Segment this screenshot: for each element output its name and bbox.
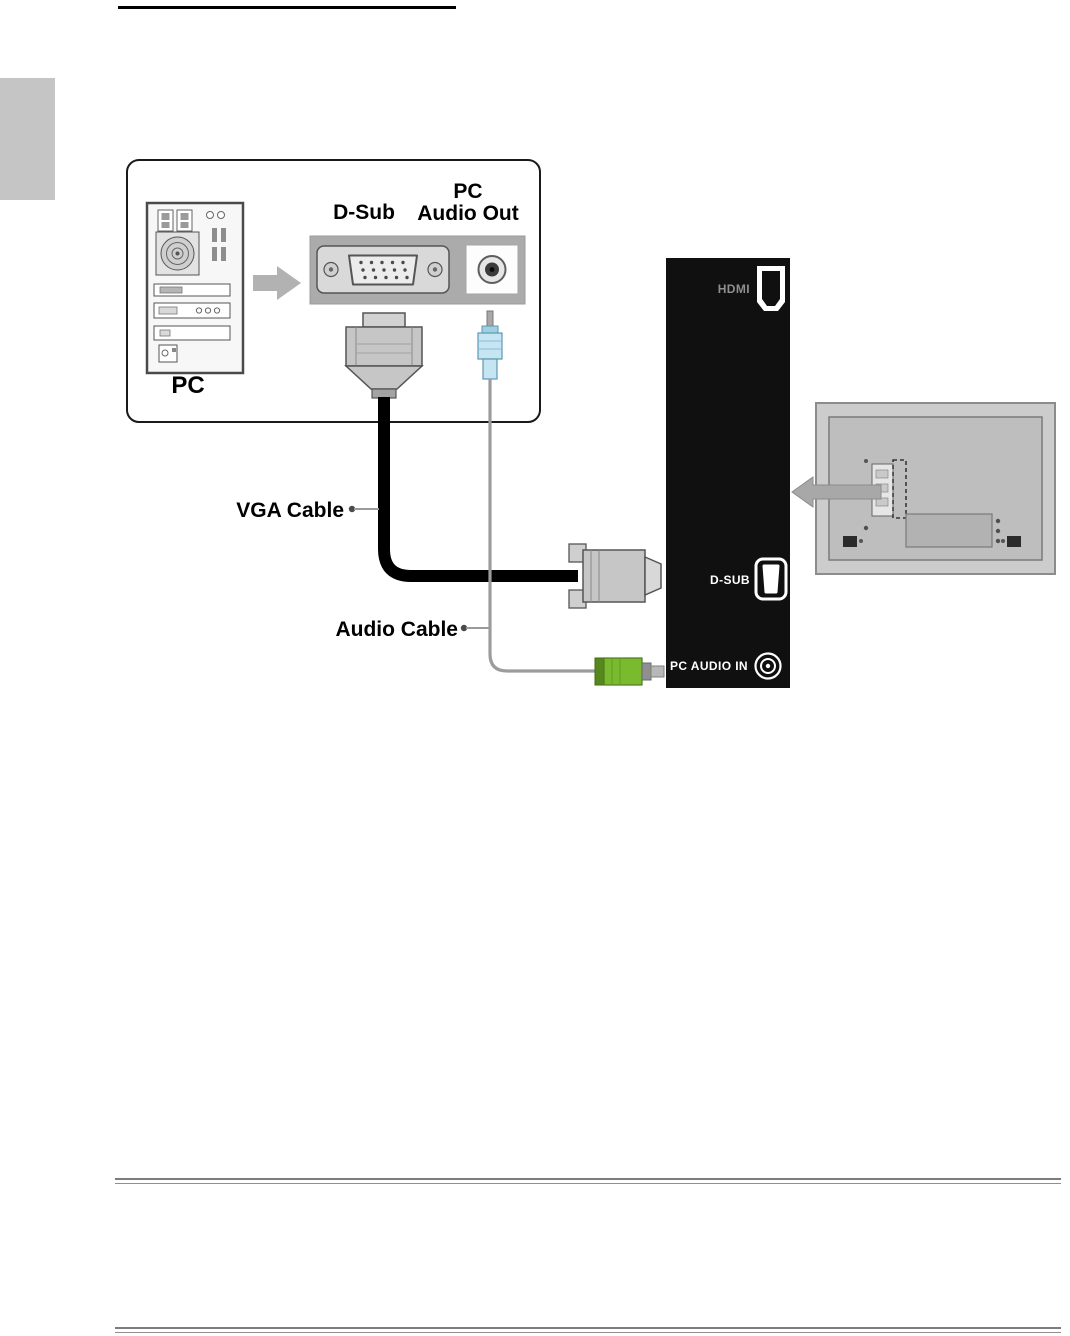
hdmi-port-label: HDMI xyxy=(717,282,750,296)
pc-audio-out-label-line2: Audio Out xyxy=(417,202,519,225)
pc-rear-connector-panel xyxy=(309,235,526,305)
dsub-label: D-Sub xyxy=(333,201,395,224)
highlighted-connector-area xyxy=(892,459,907,519)
vga-plug-vertical xyxy=(344,312,424,399)
pc-label: PC xyxy=(171,372,205,399)
audio-cable-leader xyxy=(460,624,489,632)
vga-cable-leader xyxy=(348,505,379,513)
hdmi-port xyxy=(757,266,785,311)
heading-underline xyxy=(118,6,456,9)
chapter-side-tab xyxy=(0,78,55,200)
audio-cable xyxy=(488,379,595,673)
vga-plug-horizontal xyxy=(568,543,662,609)
pc-tower-illustration xyxy=(145,201,245,375)
pc-audio-out-label-line1: PC xyxy=(453,180,483,203)
footer-rule-bottom xyxy=(115,1327,1061,1333)
dsub-port xyxy=(316,245,450,294)
pc-audio-out-jack xyxy=(465,244,519,295)
vga-cable xyxy=(378,397,578,582)
pc-audio-out-label: PC Audio Out xyxy=(406,181,530,225)
vga-cable-label: VGA Cable xyxy=(236,499,344,522)
pc-audio-in-label: PC AUDIO IN xyxy=(670,659,748,673)
dsub-input-port xyxy=(754,557,788,601)
pc-audio-in-jack xyxy=(754,652,782,680)
left-arrow-icon xyxy=(791,476,882,508)
right-arrow-icon xyxy=(253,266,301,300)
footer-rule-top xyxy=(115,1178,1061,1184)
dsub-port-label: D-SUB xyxy=(710,573,750,587)
audio-cable-label: Audio Cable xyxy=(335,618,458,641)
audio-plug-green xyxy=(594,657,665,686)
audio-plug-blue xyxy=(477,310,503,380)
display-input-panel xyxy=(666,258,790,688)
